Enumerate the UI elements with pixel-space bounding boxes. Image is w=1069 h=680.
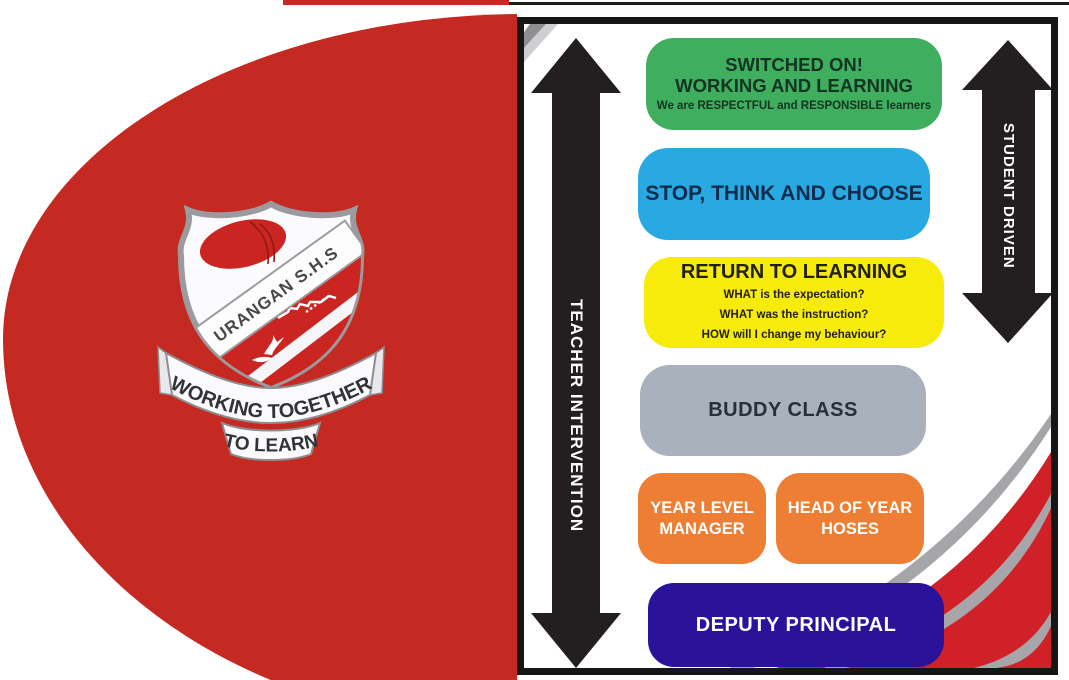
school-badge-section: URANGAN S.H.S WORKING TOGETHER TO LEARN bbox=[0, 0, 517, 680]
top-rule-line bbox=[505, 2, 1069, 5]
step-question: HOW will I change my behaviour? bbox=[701, 329, 887, 342]
step-stop-think-choose: STOP, THINK AND CHOOSE bbox=[638, 148, 930, 240]
step-subtitle: We are RESPECTFUL and RESPONSIBLE learne… bbox=[656, 100, 932, 113]
student-driven-label: STUDENT DRIVEN bbox=[1000, 123, 1017, 269]
step-title: MANAGER bbox=[659, 519, 745, 538]
step-title: WORKING AND LEARNING bbox=[675, 75, 913, 97]
step-switched-on: SWITCHED ON! WORKING AND LEARNING We are… bbox=[646, 38, 942, 130]
whale-tail-icon bbox=[264, 335, 284, 355]
step-title: SWITCHED ON! bbox=[725, 54, 863, 76]
step-title: HEAD OF YEAR bbox=[787, 498, 913, 517]
swoosh-silver-3-icon bbox=[974, 612, 1051, 668]
step-title: STOP, THINK AND CHOOSE bbox=[645, 182, 923, 206]
shell-ridge-1-icon bbox=[259, 223, 276, 263]
step-buddy-class: BUDDY CLASS bbox=[640, 365, 926, 456]
ribbon-main-icon bbox=[164, 351, 378, 425]
top-red-bar bbox=[283, 0, 509, 5]
step-title: YEAR LEVEL bbox=[650, 498, 754, 517]
ribbon-lower-tier-icon bbox=[220, 421, 322, 461]
step-title: DEPUTY PRINCIPAL bbox=[695, 613, 897, 636]
step-question: WHAT is the expectation? bbox=[723, 288, 865, 301]
corner-stripe-dark-icon bbox=[524, 24, 546, 48]
corner-stripe-light-icon bbox=[524, 24, 558, 62]
step-question: WHAT was the instruction? bbox=[719, 308, 869, 321]
step-title: BUDDY CLASS bbox=[708, 399, 858, 422]
step-title: HOSES bbox=[821, 519, 879, 538]
flowchart-panel: TEACHER INTERVENTION STUDENT DRIVEN SWIT… bbox=[517, 17, 1058, 675]
shoreline-glyph-icon bbox=[277, 294, 337, 320]
red-shell-icon bbox=[199, 219, 287, 269]
school-crest: URANGAN S.H.S WORKING TOGETHER TO LEARN bbox=[157, 200, 385, 461]
teacher-intervention-label: TEACHER INTERVENTION bbox=[567, 299, 586, 533]
step-head-of-year: HEAD OF YEAR HOSES bbox=[776, 473, 924, 564]
shell-ridge-2-icon bbox=[249, 221, 269, 265]
shield-white-stripe-icon bbox=[248, 286, 362, 386]
whale-body-icon bbox=[252, 356, 272, 363]
step-deputy-principal: DEPUTY PRINCIPAL bbox=[648, 583, 944, 667]
step-return-to-learning: RETURN TO LEARNING WHAT is the expectati… bbox=[644, 257, 944, 348]
step-title: RETURN TO LEARNING bbox=[680, 260, 908, 283]
step-year-level-manager: YEAR LEVEL MANAGER bbox=[638, 473, 766, 564]
